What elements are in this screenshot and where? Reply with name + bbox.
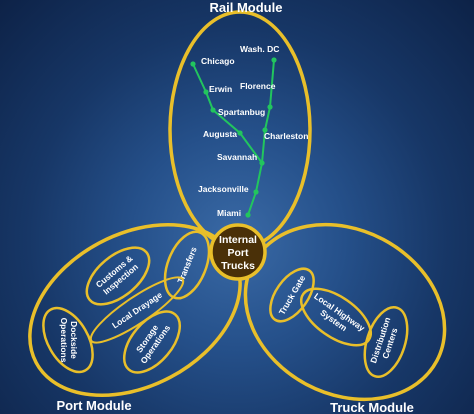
hub-line2: Port (228, 247, 250, 259)
city-spartanbug: Spartanbug (218, 107, 265, 117)
storage-operations-ring (122, 310, 182, 374)
city-erwin: Erwin (209, 84, 232, 94)
storage-operations-label: Storage Operations (134, 323, 172, 366)
customs-inspection-ring (85, 246, 151, 306)
distribution-centers-ring (363, 306, 409, 378)
rail-node-savannah (259, 160, 265, 166)
rail-node-spartanbug (210, 107, 216, 113)
city-miami: Miami (217, 208, 241, 218)
rail-node-augusta (237, 130, 243, 136)
rail-node-wash-dc (271, 57, 277, 63)
rail-route-line (247, 59, 275, 216)
hub-line1: Internal (219, 234, 257, 246)
rail-module-title: Rail Module (210, 0, 283, 15)
city-florence: Florence (240, 81, 276, 91)
rail-node-chicago (190, 61, 196, 67)
city-charleston: Charleston (264, 131, 308, 141)
rail-branch-erwin (205, 91, 214, 111)
port-module-ring (28, 222, 242, 398)
rail-branch-spartanbug (212, 109, 241, 134)
local-highway-label: Local Highway System (312, 291, 367, 333)
dockside-operations-line1: Dockside (69, 321, 79, 359)
rail-node-charleston (262, 127, 268, 133)
city-chicago: Chicago (201, 56, 235, 66)
rail-node-florence (267, 104, 273, 110)
truck-module-ring (243, 222, 447, 402)
rail-branch-chicago (192, 63, 207, 93)
city-wash-dc: Wash. DC (240, 44, 279, 54)
rail-route (190, 57, 277, 218)
rail-node-miami (245, 212, 251, 218)
internal-port-trucks-hub (209, 223, 267, 281)
dockside-operations-line2: Operations (59, 318, 69, 363)
truck-module-title: Truck Module (330, 400, 414, 414)
local-highway-ring (300, 287, 372, 347)
city-jacksonville: Jacksonville (198, 184, 249, 194)
city-savannah: Savannah (217, 152, 257, 162)
dockside-operations-label: Dockside Operations (59, 318, 79, 363)
city-augusta: Augusta (203, 129, 237, 139)
rail-branch-augusta (239, 132, 263, 164)
rail-node-jacksonville (253, 189, 259, 195)
dockside-operations-ring (42, 306, 94, 374)
rail-node-erwin (203, 89, 209, 95)
hub-line3: Trucks (221, 260, 255, 272)
truck-gate-ring (269, 267, 315, 323)
transfers-label: Transfers (175, 245, 199, 284)
customs-inspection-label: Customs & Inspection (94, 253, 140, 296)
port-module-title: Port Module (56, 398, 131, 413)
